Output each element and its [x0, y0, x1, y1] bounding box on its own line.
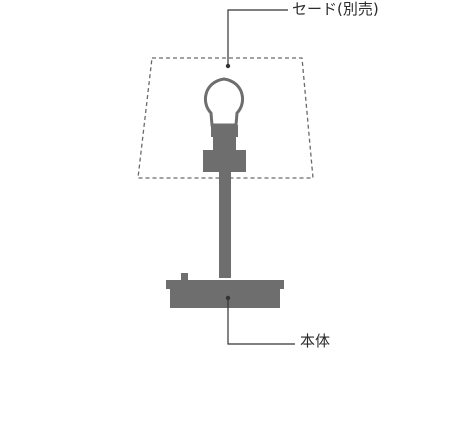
bulb-cap — [213, 136, 236, 152]
lamp-stem — [219, 172, 231, 278]
bulb-neck — [211, 125, 238, 137]
switch-knob — [181, 273, 188, 282]
base-top — [166, 280, 284, 289]
body-callout-dot — [225, 295, 231, 301]
shade-label: セード(別売) — [292, 0, 379, 18]
bulb-glass — [203, 77, 245, 127]
body-label: 本体 — [300, 332, 331, 350]
base-body — [170, 288, 280, 308]
shade-callout-dot — [225, 63, 231, 69]
lampshade-outline — [137, 57, 314, 179]
socket — [203, 150, 246, 172]
shade-callout-line — [227, 9, 288, 66]
body-callout-line — [227, 298, 295, 345]
